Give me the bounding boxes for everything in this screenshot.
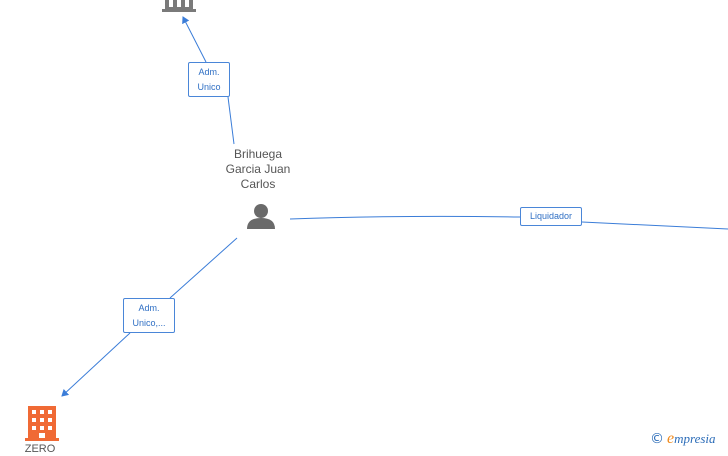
edge-label-adm-unico-2[interactable]: Adm. Unico,...: [123, 298, 175, 333]
person-name-line: Garcia Juan: [225, 162, 291, 176]
building-icon[interactable]: [25, 406, 59, 441]
copyright-icon: ©: [650, 431, 664, 447]
edge-adm-unico: [183, 17, 235, 145]
person-name-line: Carlos: [240, 177, 276, 191]
person-icon[interactable]: [247, 204, 275, 229]
edge-label-line: Unico,...: [132, 318, 166, 328]
edge-label-line: Adm.: [138, 303, 160, 313]
edge-adm-unico-2: [62, 237, 238, 396]
edge-label-line: Unico: [197, 82, 221, 92]
edge-label-adm-unico[interactable]: Adm. Unico: [188, 62, 230, 97]
person-name[interactable]: Brihuega Garcia Juan Carlos: [213, 147, 303, 192]
edge-liquidador: [289, 215, 728, 230]
edge-label-liquidador[interactable]: Liquidador: [520, 207, 582, 226]
edge-label-text: Liquidador: [529, 211, 573, 221]
edge-label-line: Adm.: [198, 67, 220, 77]
brand-first-letter: e: [667, 430, 675, 447]
building-icon[interactable]: [162, 0, 196, 12]
brand-name-rest: mpresia: [674, 431, 716, 446]
brand-logo: ©empresia: [650, 430, 716, 448]
person-name-line: Brihuega: [233, 147, 283, 161]
